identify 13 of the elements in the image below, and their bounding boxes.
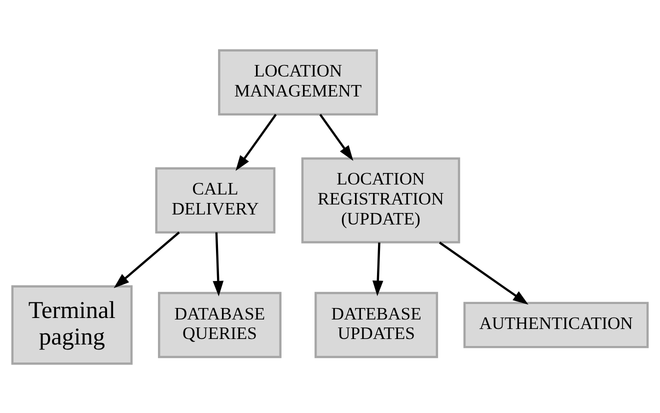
node-box: CALL DELIVERY [155,166,276,233]
node-box: AUTHENTICATION [463,301,649,348]
arrow [114,231,180,288]
arrow [319,113,354,160]
node-box: DATABASE QUERIES [158,291,282,358]
arrow [236,113,277,170]
arrow [212,232,224,296]
node-box: LOCATION MANAGEMENT [218,48,378,115]
arrow [438,241,528,304]
arrow [372,242,384,296]
node-box: Terminal paging [11,284,133,364]
node-box: DATEBASE UPDATES [314,291,438,358]
node-box: LOCATION REGISTRATION (UPDATE) [301,156,460,243]
